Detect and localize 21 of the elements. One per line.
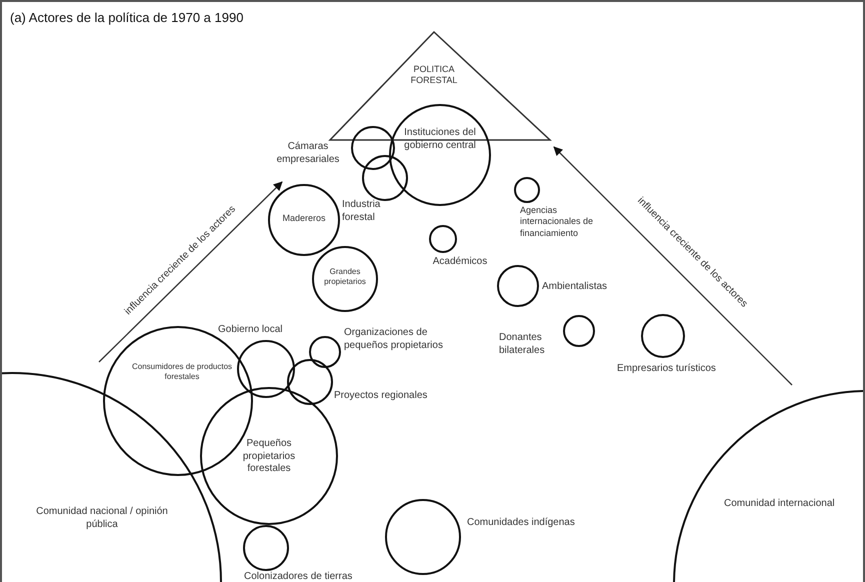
actor-label: Pequeños propietarios forestales <box>242 438 296 476</box>
actor-label: Donantes bilaterales <box>499 332 546 357</box>
actor-label: Gobierno local <box>218 324 284 336</box>
actor-label: Madereros <box>281 213 327 224</box>
actor-label: Ambientalistas <box>542 281 608 294</box>
actor-label: Comunidad internacional <box>724 498 836 510</box>
actor-label: Agencias internacionales de financiamiento <box>520 205 594 239</box>
actor-label: Comunidad nacional / opinión pública <box>35 506 169 531</box>
actor-label: POLITICA FORESTAL <box>410 64 458 86</box>
actor-label: Grandes propietarios <box>323 267 367 287</box>
actor-label: Académicos <box>432 256 488 268</box>
actor-label: Instituciones del gobierno central <box>403 127 477 152</box>
actor-label: Colonizadores de tierras <box>244 571 354 582</box>
actor-label: Cámaras empresariales <box>276 141 340 166</box>
actor-label: Organizaciones de pequeños propietarios <box>344 327 444 352</box>
diagram-title: (a) Actores de la política de 1970 a 1990 <box>10 10 244 25</box>
actor-label: Proyectos regionales <box>334 390 428 402</box>
actor-label: Consumidores de productos forestales <box>130 362 234 382</box>
actor-label: Comunidades indígenas <box>467 517 576 530</box>
actor-label: Industria forestal <box>342 199 382 224</box>
actor-label: Empresarios turísticos <box>617 363 717 376</box>
